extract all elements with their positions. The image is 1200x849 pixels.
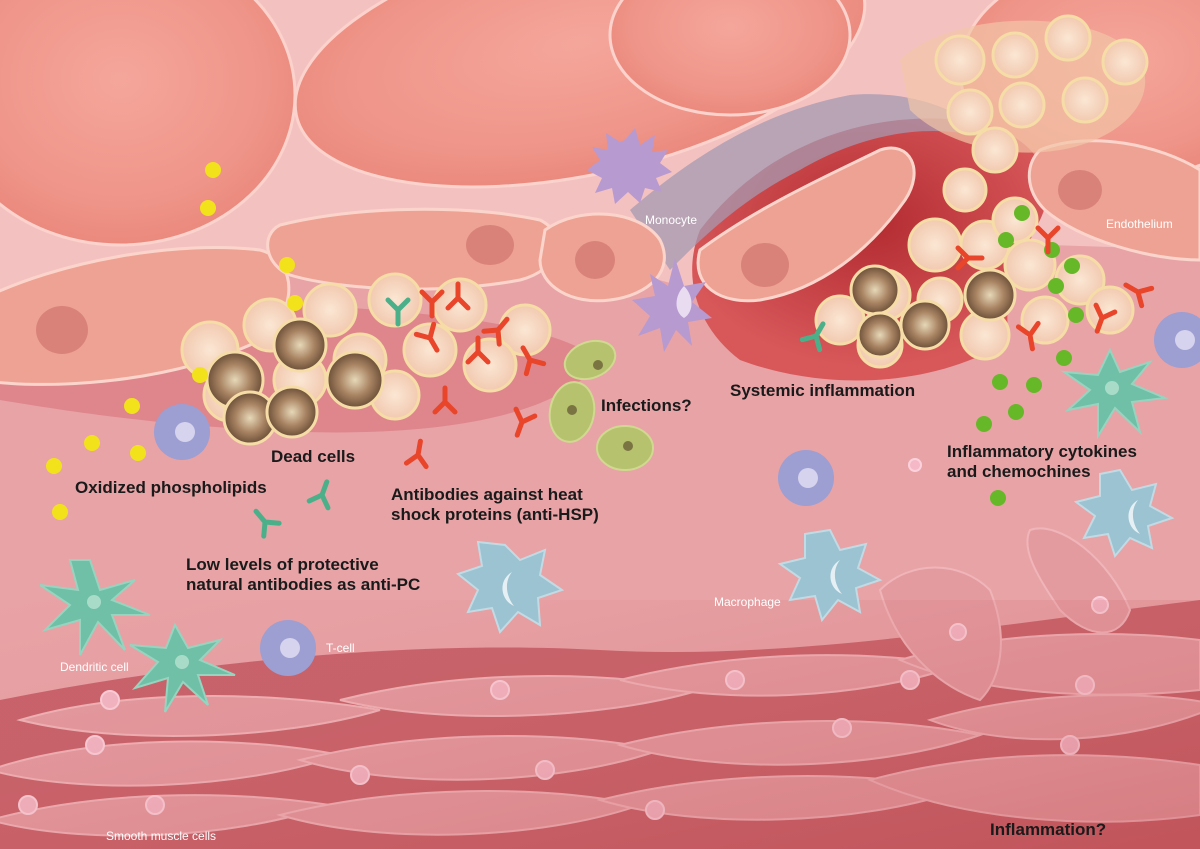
smooth-muscle-cells-label: Smooth muscle cells [106,829,217,843]
monocyte-label: Monocyte [645,213,698,227]
inflammatory-cytokines-label: Inflammatory cytokines and chemochines [947,442,1137,481]
dead-cells-right [849,264,1017,359]
endothelium-label: Endothelium [1106,217,1173,231]
cytokine-dots [976,205,1084,506]
dead-cells-left [205,317,385,446]
dendritic-cell-label: Dendritic cell [60,660,129,674]
t-cells [154,312,1200,676]
foam-cells-top [900,14,1149,213]
t-cell-label: T-cell [326,641,355,655]
anti-hsp-label: Antibodies against heat shock proteins (… [391,485,599,524]
infections-label: Infections? [601,396,692,415]
oxidized-phospholipids-label: Oxidized phospholipids [75,478,267,497]
macrophage-label: Macrophage [714,595,781,609]
dead-cells-label: Dead cells [271,447,356,466]
systemic-inflammation-label: Systemic inflammation [730,381,916,400]
oxidized-phospholipid-dots [46,162,303,520]
inflammation-label: Inflammation? [990,820,1107,839]
protective-antibodies [253,297,826,539]
anti-hsp-antibodies [403,225,1155,470]
anti-pc-label: Low levels of protective natural antibod… [186,555,421,594]
macrophages [455,468,1175,634]
monocyte [587,128,712,352]
